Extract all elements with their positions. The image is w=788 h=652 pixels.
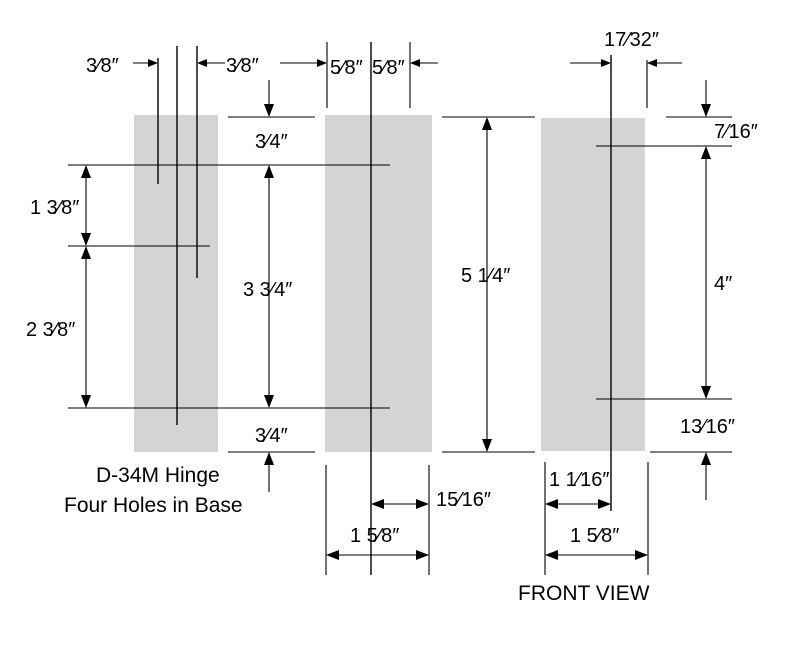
front-bottom-margin-dimension	[701, 452, 711, 500]
caption-four-holes: Four Holes in Base	[64, 494, 243, 517]
hole-span-label: 3 3⁄4″	[243, 279, 292, 301]
overall-height-dimension	[442, 116, 535, 453]
front-width-label: 1 5⁄8″	[570, 525, 619, 547]
top-spacing-label: 1 3⁄8″	[30, 197, 79, 219]
middle-left-top-label: 5⁄8″	[330, 57, 363, 79]
bottom-margin-label: 3⁄4″	[255, 425, 288, 447]
front-view-caption: FRONT VIEW	[518, 582, 650, 605]
front-view-plate	[541, 118, 645, 451]
front-width-dimension	[545, 550, 648, 560]
lower-spacing-dimension	[81, 246, 91, 408]
front-offset-label: 1 1⁄16″	[549, 469, 609, 491]
left-hole-lines	[68, 46, 390, 425]
front-offset-dimension	[545, 499, 611, 509]
middle-width-label: 1 5⁄8″	[350, 525, 399, 547]
front-top-margin-dimension	[701, 80, 711, 117]
front-top-margin-label: 7⁄16″	[714, 121, 758, 143]
front-top-offset-arrows	[570, 59, 682, 67]
front-top-offset-label: 17⁄32″	[604, 29, 659, 51]
lower-spacing-label: 2 3⁄8″	[26, 319, 75, 341]
overall-height-label: 5 1⁄4″	[461, 265, 510, 287]
top-margin-label: 3⁄4″	[255, 131, 288, 153]
middle-top-arrows	[280, 59, 438, 67]
middle-reference-lines	[325, 42, 430, 575]
middle-right-top-label: 5⁄8″	[372, 57, 405, 79]
caption-hinge-model: D-34M Hinge	[96, 464, 220, 487]
hole-left-offset-label: 3⁄8″	[86, 55, 119, 77]
middle-offset-dimension	[371, 499, 429, 509]
hole-span-dimension	[264, 165, 274, 408]
front-span-label: 4″	[714, 273, 732, 295]
hole-offset-arrows	[133, 59, 225, 67]
front-reference-lines	[544, 55, 732, 575]
base-plate-middle	[325, 115, 432, 452]
hole-right-offset-label: 3⁄8″	[226, 55, 259, 77]
front-bottom-margin-label: 13⁄16″	[680, 416, 735, 438]
front-span-dimension	[701, 146, 711, 399]
base-plate-left	[134, 115, 218, 452]
middle-width-dimension	[326, 550, 429, 560]
middle-offset-label: 15⁄16″	[436, 489, 491, 511]
top-spacing-dimension	[81, 165, 91, 246]
top-margin-dimension	[228, 80, 315, 118]
bottom-margin-dimension	[228, 451, 315, 492]
